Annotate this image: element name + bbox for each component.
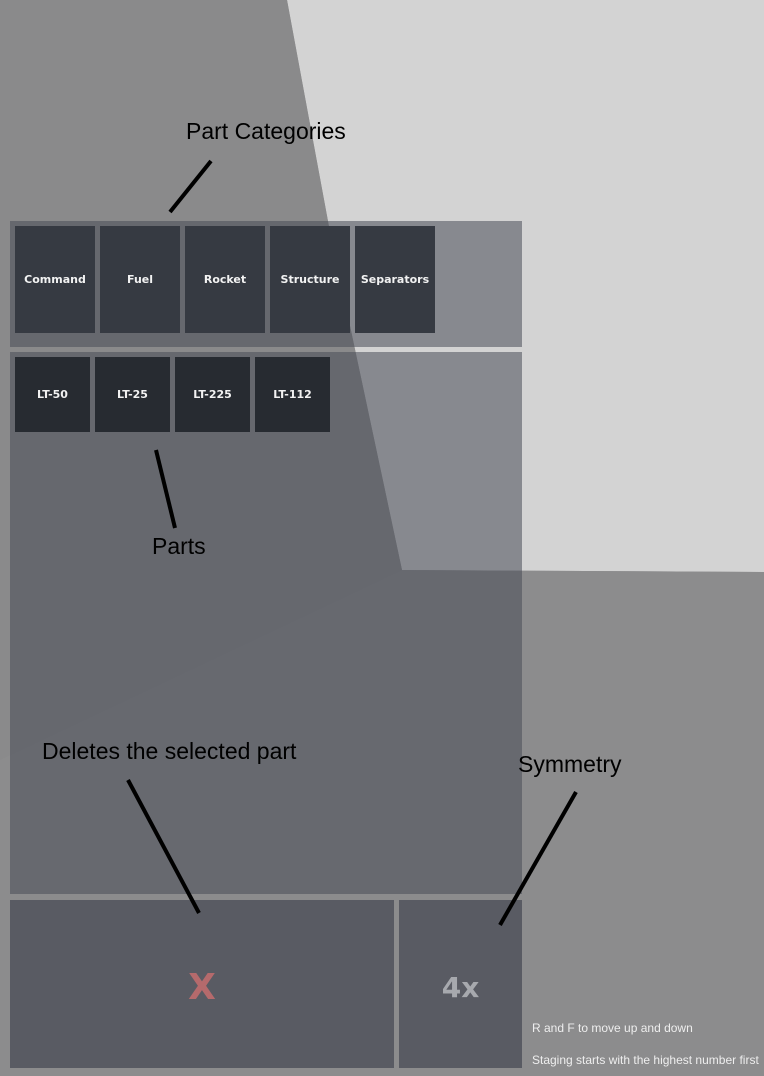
part-categories-panel: Command Fuel Rocket Structure Separators <box>10 221 522 347</box>
part-lt-25-button[interactable]: LT-25 <box>95 357 170 432</box>
part-lt-225-button[interactable]: LT-225 <box>175 357 250 432</box>
hint-staging: Staging starts with the highest number f… <box>532 1053 759 1067</box>
hint-move-keys: R and F to move up and down <box>532 1021 693 1035</box>
delete-panel: X <box>10 900 394 1068</box>
category-fuel-button[interactable]: Fuel <box>100 226 180 333</box>
symmetry-button[interactable]: 4x <box>399 900 522 1068</box>
annotation-parts: Parts <box>152 533 206 559</box>
delete-part-button[interactable]: X <box>10 900 394 1068</box>
category-command-button[interactable]: Command <box>15 226 95 333</box>
category-rocket-button[interactable]: Rocket <box>185 226 265 333</box>
annotation-part-categories: Part Categories <box>186 118 346 144</box>
symmetry-value-label: 4x <box>441 970 480 1004</box>
annotation-delete: Deletes the selected part <box>42 738 297 764</box>
annotation-symmetry: Symmetry <box>518 751 622 777</box>
part-lt-50-button[interactable]: LT-50 <box>15 357 90 432</box>
part-lt-112-button[interactable]: LT-112 <box>255 357 330 432</box>
category-separators-button[interactable]: Separators <box>355 226 435 333</box>
symmetry-panel: 4x <box>399 900 522 1068</box>
category-structure-button[interactable]: Structure <box>270 226 350 333</box>
parts-panel: LT-50 LT-25 LT-225 LT-112 <box>10 352 522 894</box>
delete-x-label: X <box>188 966 216 1008</box>
